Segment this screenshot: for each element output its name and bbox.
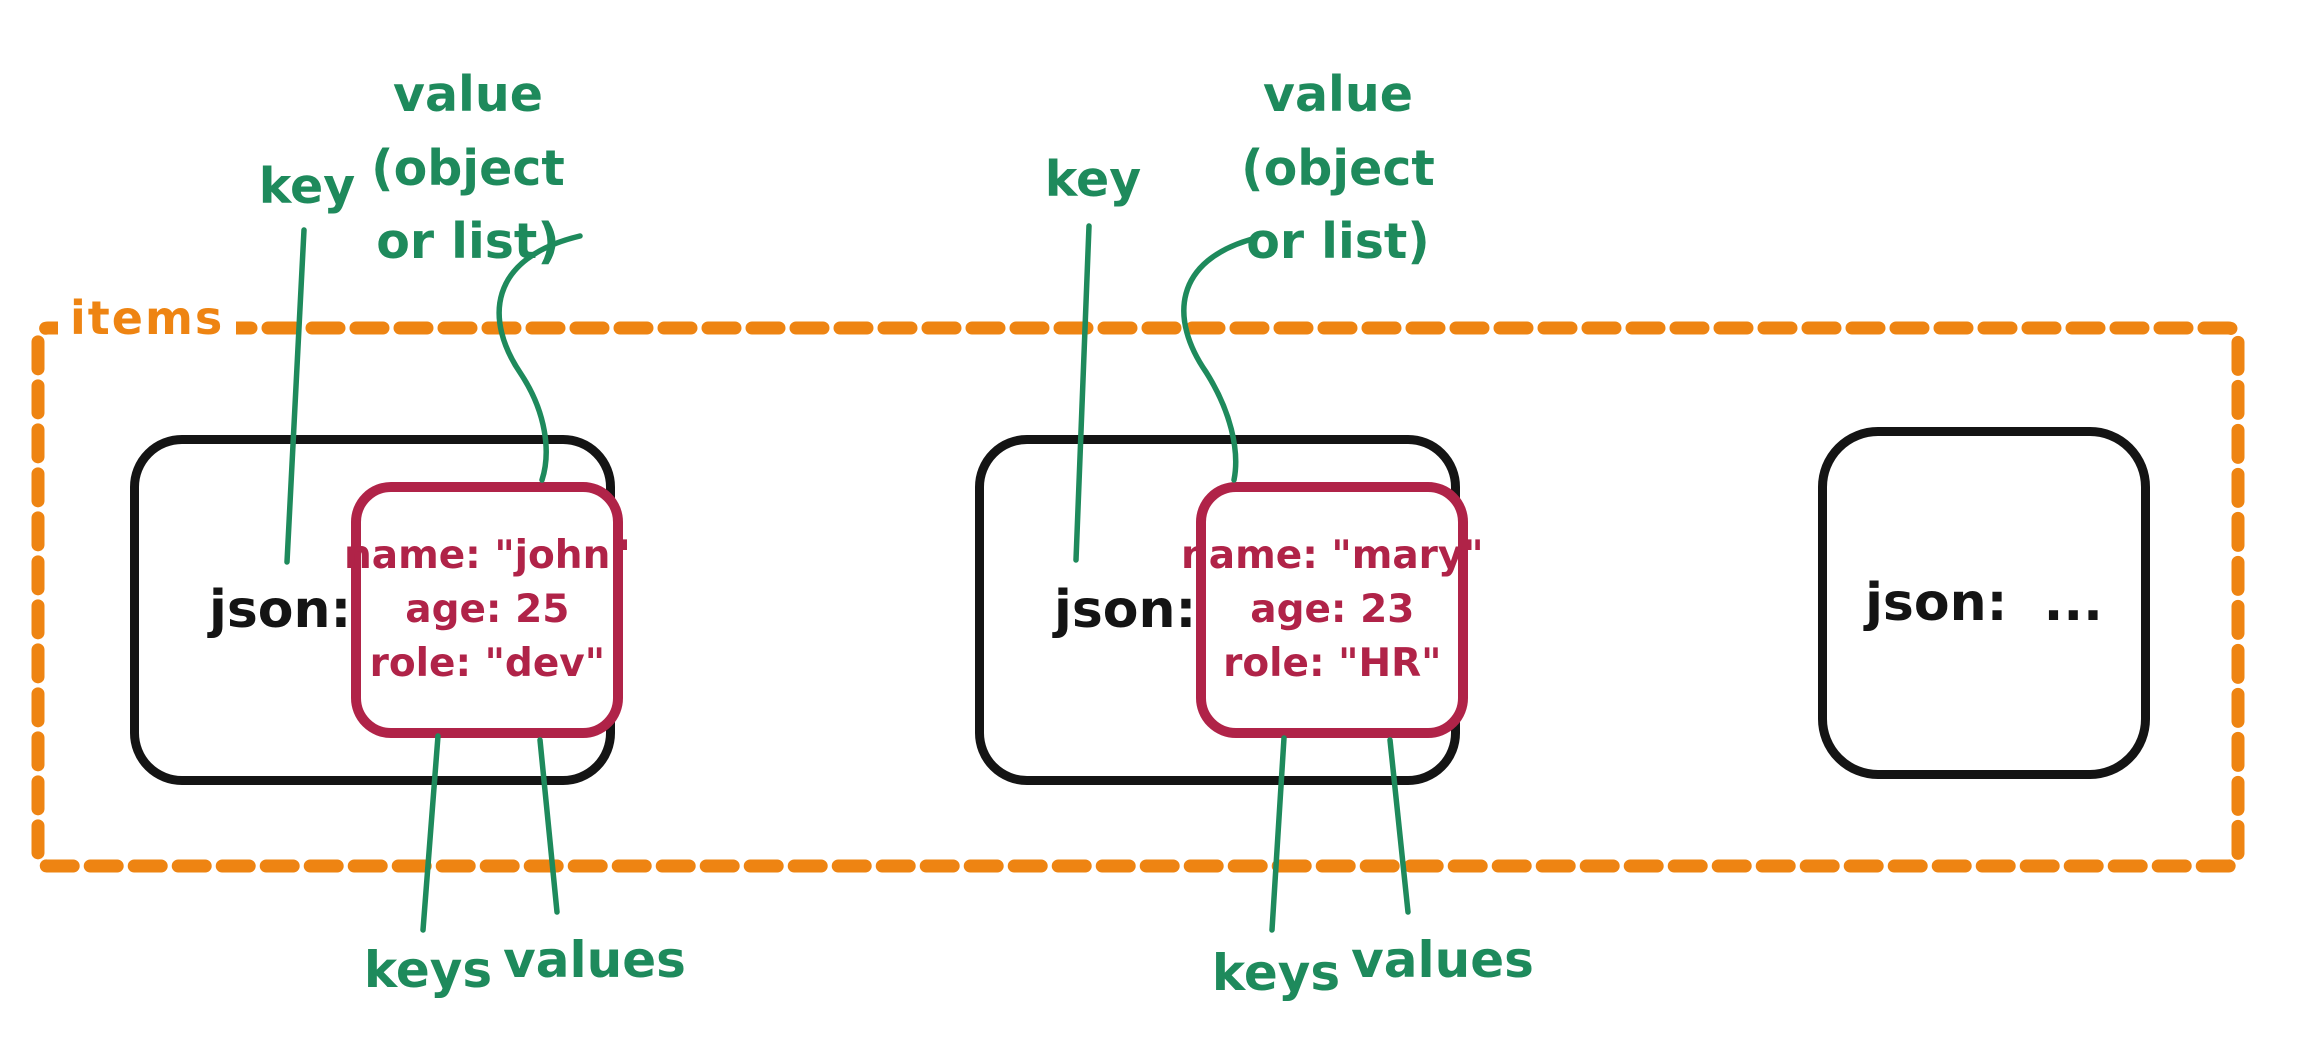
object-field-role-1: role: "dev"	[369, 640, 606, 686]
value-annotation-2: value (object or list)	[1228, 58, 1448, 279]
values-annotation-1: values	[503, 931, 686, 989]
value-annotation-2-line3: or list)	[1246, 213, 1430, 270]
value-annotation-1-line2: (object	[371, 139, 565, 197]
values-annotation-2: values	[1351, 931, 1534, 989]
value-annotation-2-line1: value	[1263, 66, 1413, 123]
json-key-label-1: json:	[209, 580, 352, 640]
object-field-name-2: name: "mary"	[1181, 533, 1484, 579]
json-key-label-3: json: ...	[1865, 573, 2103, 633]
object-field-age-2: age: 23	[1250, 587, 1415, 633]
value-annotation-2-line2: (object	[1241, 139, 1435, 197]
value-annotation-1-line3: or list)	[376, 213, 560, 270]
object-field-age-1: age: 25	[405, 587, 570, 633]
value-annotation-1: value (object or list)	[358, 58, 578, 279]
object-field-name-1: name: "john"	[343, 533, 631, 579]
key-annotation-1: key	[258, 158, 356, 215]
object-field-role-2: role: "HR"	[1223, 640, 1442, 686]
object-value-box-2: name: "mary" age: 23 role: "HR"	[1181, 482, 1484, 738]
record-box-3: json: ...	[1818, 427, 2150, 779]
keys-annotation-2: keys	[1211, 944, 1341, 1002]
record-box-2: json: name: "mary" age: 23 role: "HR"	[975, 435, 1484, 785]
object-value-box-1: name: "john" age: 25 role: "dev"	[344, 482, 631, 738]
record-box-1: json: name: "john" age: 25 role: "dev"	[130, 435, 631, 785]
key-annotation-2: key	[1044, 151, 1142, 208]
value-annotation-1-line1: value	[393, 66, 543, 123]
json-key-label-2: json:	[1054, 580, 1197, 640]
keys-annotation-1: keys	[363, 941, 493, 999]
items-label: items	[58, 291, 237, 345]
